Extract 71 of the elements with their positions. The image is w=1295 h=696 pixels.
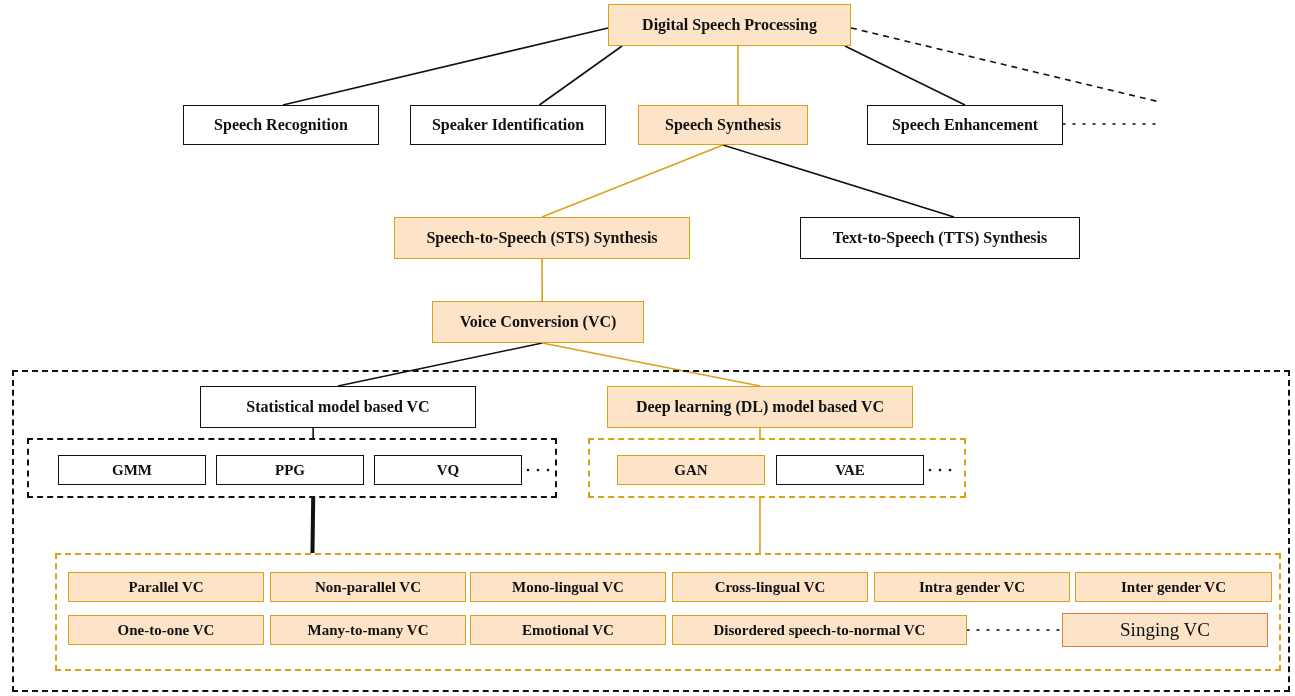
connector-line <box>1062 123 1159 125</box>
node-label: GMM <box>112 461 152 479</box>
connector-line <box>722 144 955 218</box>
connector-line <box>310 497 316 554</box>
connector-line <box>966 629 1063 631</box>
connector-line <box>541 258 544 302</box>
node-label: Emotional VC <box>522 621 614 639</box>
connector-line <box>737 45 739 106</box>
node-label: Text-to-Speech (TTS) Synthesis <box>832 229 1048 247</box>
highlighted-box <box>607 386 913 428</box>
connector-line <box>759 427 761 439</box>
category-box <box>58 455 206 485</box>
category-box <box>183 105 379 145</box>
highlighted-box <box>270 615 466 645</box>
node-label: Non-parallel VC <box>315 578 421 596</box>
node-label: One-to-one VC <box>117 621 215 639</box>
connector-line <box>538 45 623 106</box>
highlighted-box <box>270 572 466 602</box>
connector-line <box>844 45 966 106</box>
node-label: Inter gender VC <box>1121 578 1226 596</box>
dashed-group-frame <box>12 370 1290 692</box>
dashed-group-frame <box>55 553 1281 671</box>
node-label: Speech-to-Speech (STS) Synthesis <box>426 229 658 247</box>
highlighted-box <box>470 572 666 602</box>
highlighted-box <box>68 615 264 645</box>
node-label: Disordered speech-to-normal VC <box>713 621 926 639</box>
node-label: Many-to-many VC <box>307 621 429 639</box>
node-label: Speech Synthesis <box>665 116 781 134</box>
highlighted-box <box>68 572 264 602</box>
highlighted-box <box>617 455 765 485</box>
connector-line <box>282 27 609 106</box>
highlighted-box <box>432 301 644 343</box>
category-box <box>410 105 606 145</box>
node-label: Intra gender VC <box>918 578 1026 596</box>
connector-line <box>337 342 544 387</box>
dashed-group-frame <box>588 438 966 498</box>
connector-line <box>541 342 761 387</box>
category-box <box>776 455 924 485</box>
node-label: Speaker Identification <box>431 116 585 134</box>
category-box <box>867 105 1063 145</box>
connector-line <box>541 144 724 218</box>
highlighted-box <box>608 4 851 46</box>
dashed-group-frame <box>27 438 557 498</box>
node-label: Statistical model based VC <box>246 398 430 416</box>
node-label: Voice Conversion (VC) <box>459 313 617 331</box>
highlighted-box <box>470 615 666 645</box>
highlighted-box <box>394 217 690 259</box>
node-label: Digital Speech Processing <box>642 16 817 34</box>
highlighted-box <box>874 572 1070 602</box>
node-label: VAE <box>835 461 865 479</box>
highlighted-box <box>1062 613 1268 647</box>
node-label: Deep learning (DL) model based VC <box>635 398 885 416</box>
node-label: PPG <box>275 461 305 479</box>
highlighted-box <box>672 572 868 602</box>
node-label: VQ <box>436 461 460 479</box>
category-box <box>200 386 476 428</box>
node-label: GAN <box>674 461 708 479</box>
category-box <box>800 217 1080 259</box>
node-label: Singing VC <box>1120 619 1210 641</box>
node-label: Cross-lingual VC <box>714 578 826 596</box>
node-label: Speech Recognition <box>214 116 348 134</box>
highlighted-box <box>1075 572 1272 602</box>
node-label: Speech Enhancement <box>891 116 1039 134</box>
connector-line <box>312 427 314 439</box>
highlighted-box <box>638 105 808 145</box>
node-label: Mono-lingual VC <box>512 578 624 596</box>
highlighted-box <box>672 615 967 645</box>
node-label: Parallel VC <box>128 578 204 596</box>
category-box <box>216 455 364 485</box>
category-box <box>374 455 522 485</box>
connector-line <box>759 497 761 554</box>
